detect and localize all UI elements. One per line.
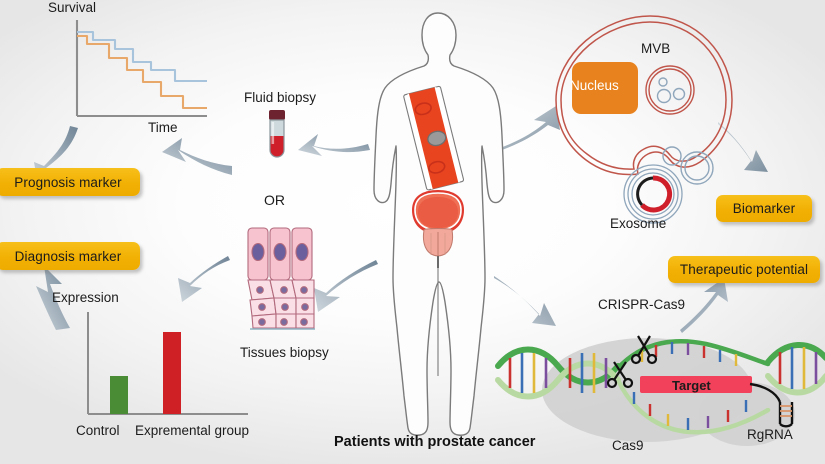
bar-experimental — [163, 332, 181, 414]
survival-chart-title: Survival — [48, 0, 97, 15]
crispr-title: CRISPR-Cas9 — [598, 297, 686, 312]
rgrna-hairpin-icon — [749, 382, 794, 428]
or-label: OR — [264, 192, 285, 208]
arrow-body-to-survival — [162, 138, 232, 175]
figure-caption: Patients with prostate cancer — [334, 434, 536, 450]
dna-helix-left — [495, 346, 621, 400]
expression-category-control: Control — [76, 423, 120, 438]
blood-collection-tube-icon — [269, 110, 285, 158]
cas9-label: Cas9 — [612, 438, 644, 453]
expression-category-experimental: Expremental group — [135, 423, 250, 438]
mvb-label: MVB — [641, 41, 671, 56]
dna-bases-bubble — [632, 342, 748, 430]
blood-vessel-illustration — [403, 85, 465, 191]
scissors-icon-upper — [630, 335, 658, 365]
therapeutic-potential-label[interactable]: Therapeutic potential — [668, 256, 820, 283]
mvb-icon — [645, 65, 695, 115]
biomarker-label[interactable]: Biomarker — [716, 195, 812, 222]
survival-chart-plot — [75, 20, 207, 118]
expression-chart-title: Expression — [52, 290, 119, 305]
fluid-biopsy-label: Fluid biopsy — [244, 90, 317, 105]
exosome-label: Exosome — [610, 216, 667, 231]
crispr-cas9-illustration — [495, 335, 825, 446]
exosome-icon — [623, 164, 683, 224]
survival-chart-xlabel: Time — [148, 120, 178, 135]
rgrna-label: RgRNA — [747, 427, 793, 442]
prostate-anatomy-illustration — [412, 190, 464, 376]
cell-exosome-illustration — [555, 15, 733, 224]
tissue-biopsy-label: Tissues biopsy — [240, 345, 329, 360]
nucleus-label: Nucleus — [570, 78, 619, 93]
diagnosis-marker-label[interactable]: Diagnosis marker — [0, 242, 140, 270]
expression-chart-plot — [87, 312, 248, 415]
human-body-figure — [373, 12, 505, 436]
arrow-tissue-to-expression — [178, 256, 230, 302]
tissue-biopsy-icon — [247, 227, 315, 330]
target-label: Target — [672, 378, 711, 393]
target-box — [640, 376, 752, 393]
prognosis-marker-label[interactable]: Prognosis marker — [0, 168, 140, 196]
scissors-icon-lower — [606, 361, 634, 389]
dna-helix-right — [765, 342, 825, 396]
bar-control — [110, 376, 128, 414]
